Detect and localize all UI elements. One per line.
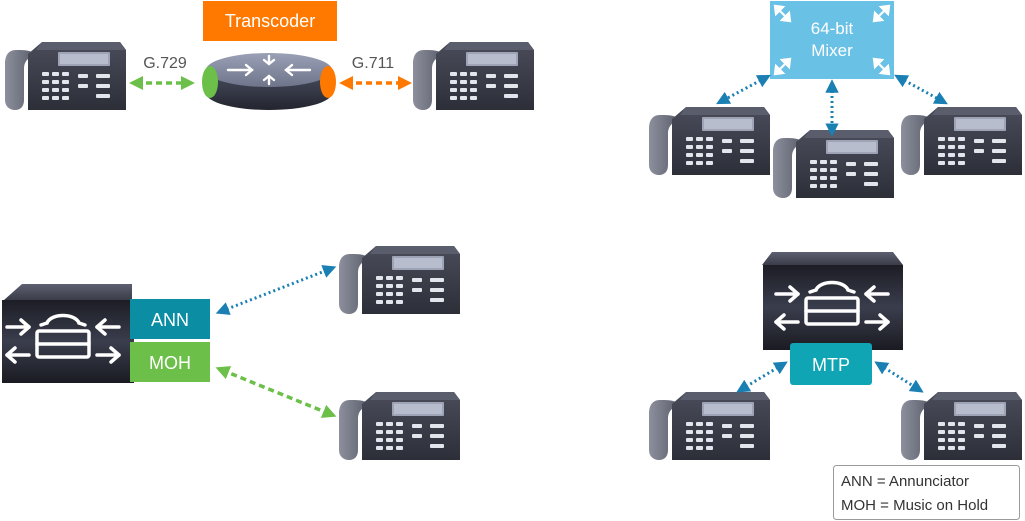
mixer-label-line2: Mixer: [811, 41, 853, 60]
phone-icon: [901, 107, 1022, 175]
mtp-label: MTP: [812, 355, 850, 375]
legend-moh: MOH = Music on Hold: [841, 497, 988, 514]
media-server-icon: [2, 284, 134, 383]
mtp-connector-right: [874, 361, 924, 393]
phone-icon: [649, 392, 770, 460]
moh-label: MOH: [149, 353, 191, 373]
phone-icon: [413, 42, 534, 110]
codec-right-label: G.711: [352, 55, 395, 72]
ann-connector: [215, 265, 337, 315]
moh-connector: [215, 366, 337, 418]
phone-icon: [649, 107, 770, 175]
phone-icon: [773, 130, 894, 198]
codec-left-label: G.729: [143, 55, 187, 72]
transcoder-router-icon: [202, 53, 336, 110]
transcoder-label: Transcoder: [225, 11, 315, 31]
ann-box: [130, 299, 210, 339]
phone-icon: [5, 42, 126, 110]
phone-icon: [901, 392, 1022, 460]
mtp-box: [790, 343, 872, 385]
transcoder-label-box: [203, 1, 337, 41]
phone-icon: [339, 392, 460, 460]
ann-label: ANN: [151, 310, 189, 330]
mtp-server-icon: [762, 252, 903, 350]
moh-box: [130, 342, 210, 382]
legend-box: [833, 465, 1020, 520]
legend-ann: ANN = Annunciator: [841, 473, 969, 490]
mixer-box: [770, 1, 894, 79]
mixer-label-line1: 64-bit: [811, 19, 854, 38]
mixer-connector-left: [716, 74, 771, 105]
mixer-connector-right: [894, 74, 948, 105]
mtp-connector-left: [736, 361, 788, 393]
phone-icon: [339, 246, 460, 314]
